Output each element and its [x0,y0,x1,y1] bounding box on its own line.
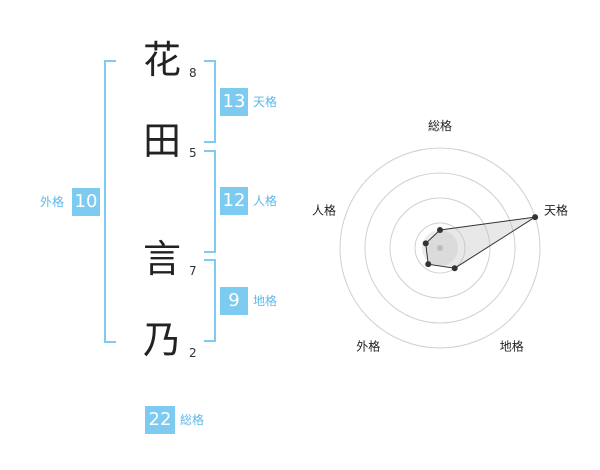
soukaku-label: 総格 [180,413,205,427]
stroke-count-1: 8 [189,66,197,80]
radar-point-2 [451,265,458,272]
radar-point-3 [425,261,432,268]
tenkaku-label: 天格 [253,95,278,109]
gaikaku-bracket [104,60,116,343]
chikaku-value-badge: 9 [220,287,248,315]
chikaku-bracket [204,259,216,342]
radar-series [422,214,539,272]
radar-ring-4 [339,147,541,349]
soukaku-value-badge: 22 [145,406,175,434]
name-char-2: 田 [142,119,181,163]
radar-axis-label-4: 人格 [312,202,336,217]
radar-point-4 [422,240,429,247]
name-char-3: 言 [142,237,181,281]
jinkaku-bracket [204,150,216,253]
name-char-1: 花 [142,38,181,82]
tenkaku-value-badge: 13 [220,88,248,116]
radar-axis-label-1: 天格 [544,202,568,217]
chikaku-label: 地格 [253,294,278,308]
jinkaku-label: 人格 [253,194,278,208]
radar-axis-label-0: 総格 [428,118,452,133]
radar-center-dot [437,245,443,251]
stroke-count-4: 2 [189,346,197,360]
radar-ring-2 [389,197,491,299]
radar-ring-3 [364,172,516,324]
radar-polygon [425,216,536,269]
radar-point-1 [532,214,539,221]
stroke-count-2: 5 [189,146,197,160]
radar-point-0 [437,227,443,233]
gaikaku-label: 外格 [40,195,65,209]
radar-axis-label-2: 地格 [500,339,524,354]
name-char-4: 乃 [142,318,181,362]
stroke-count-3: 7 [189,264,197,278]
radar-axis-label-3: 外格 [356,339,380,354]
jinkaku-value-badge: 12 [220,187,248,215]
gaikaku-value-badge: 10 [72,188,100,216]
radar-ring-1 [414,222,466,274]
tenkaku-bracket [204,60,216,143]
